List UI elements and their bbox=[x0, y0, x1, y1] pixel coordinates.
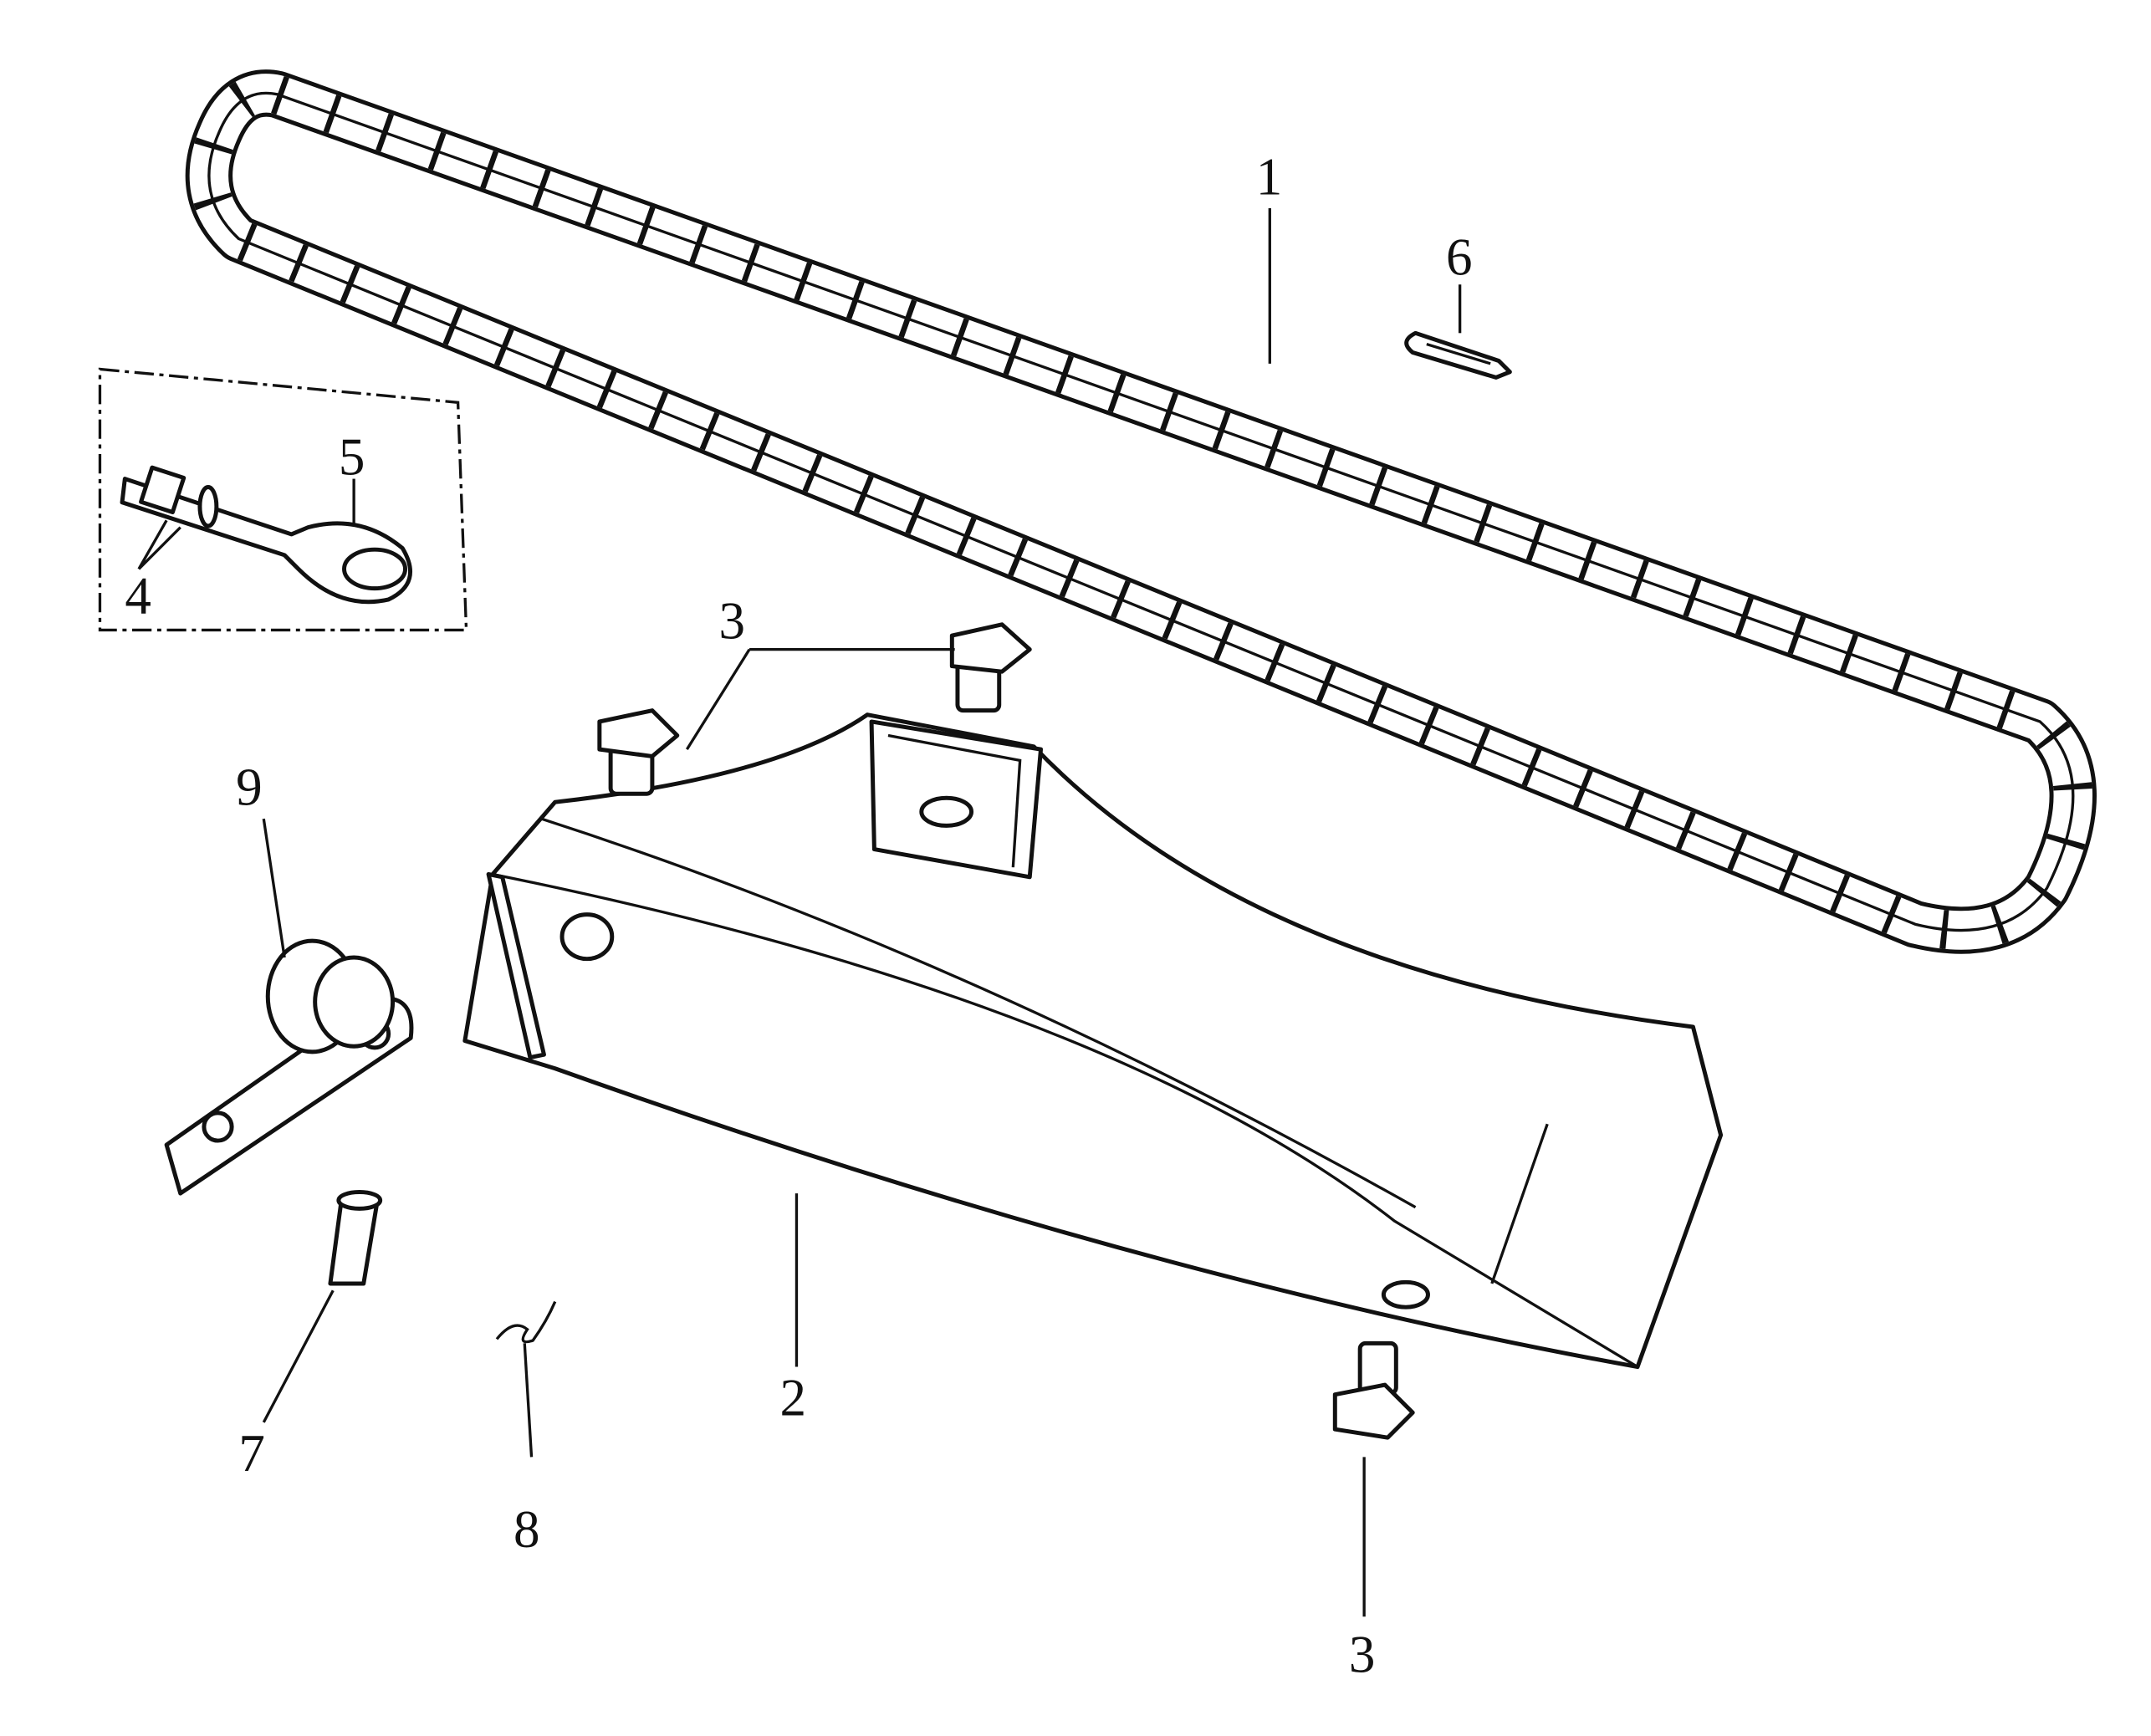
callout-4: 4 bbox=[125, 567, 151, 625]
callout-2: 2 bbox=[780, 1369, 807, 1427]
callout-3-top: 3 bbox=[719, 591, 746, 650]
flange-bolt bbox=[949, 622, 1032, 713]
callout-3-bottom: 3 bbox=[1349, 1626, 1376, 1684]
master-link-clip bbox=[1404, 330, 1512, 380]
drive-chain bbox=[185, 69, 2097, 954]
shoulder-bolt bbox=[328, 1189, 383, 1286]
tensioner-arm bbox=[164, 938, 414, 1196]
callout-5: 5 bbox=[339, 428, 365, 487]
callout-9: 9 bbox=[236, 758, 263, 816]
callout-7: 7 bbox=[238, 1424, 265, 1483]
leader-lines bbox=[137, 207, 1462, 1617]
callout-8: 8 bbox=[513, 1500, 540, 1559]
spring bbox=[495, 1300, 557, 1344]
adjuster-detail-box bbox=[98, 367, 468, 632]
flange-bolt bbox=[597, 708, 680, 796]
callout-1: 1 bbox=[1256, 147, 1283, 206]
flange-bolt bbox=[1332, 1340, 1415, 1440]
callout-6: 6 bbox=[1446, 228, 1473, 287]
chain-guard bbox=[462, 712, 1724, 1370]
